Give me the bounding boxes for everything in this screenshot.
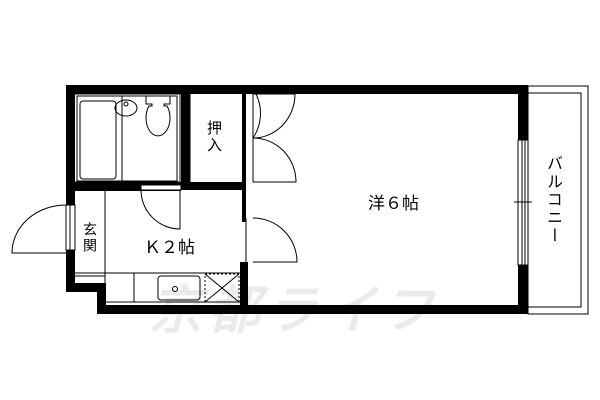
entrance [11, 191, 106, 283]
room-doors [245, 93, 298, 263]
entrance-label: 玄関 [81, 222, 97, 254]
balcony-window [514, 139, 532, 266]
closet-label: 押入 [205, 120, 223, 154]
walls [66, 85, 528, 314]
bathroom-unit [73, 93, 181, 183]
closet-doors [189, 93, 262, 182]
kitchen-counter [105, 272, 240, 303]
bath-door [140, 184, 182, 230]
western-room-label: 洋６帖 [368, 194, 419, 214]
balcony [527, 85, 589, 315]
watermark: 京都ライフ [150, 281, 441, 341]
kitchen-label: Ｋ２帖 [144, 238, 195, 258]
balcony-label: バルコニー [544, 155, 563, 245]
